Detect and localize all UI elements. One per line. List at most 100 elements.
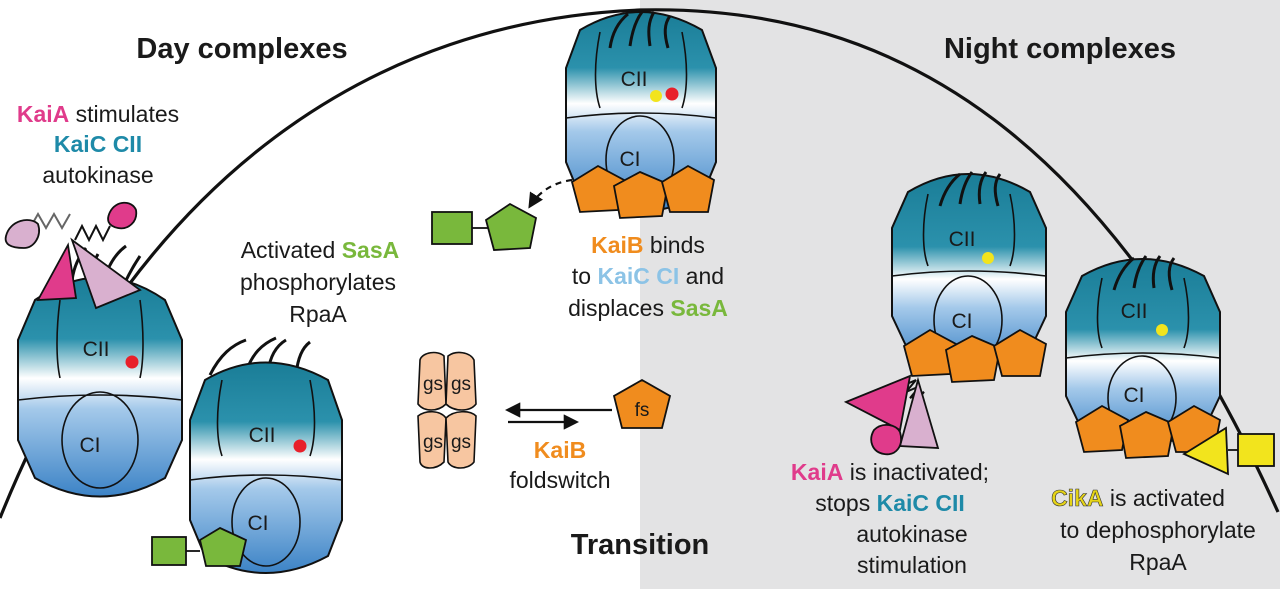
- kaic-whisker-lines: [1112, 255, 1176, 291]
- sasa-square: [151, 536, 187, 566]
- caption-text: to: [572, 263, 598, 289]
- caption-text: displaces: [568, 295, 670, 321]
- caption-text: autokinase: [42, 162, 153, 188]
- kaia-triangle-pink: [843, 374, 912, 432]
- gs-subunit: [445, 410, 477, 469]
- caption-text: binds: [644, 232, 705, 258]
- caption-text: Activated: [241, 237, 342, 263]
- cii-label: CII: [1121, 300, 1148, 323]
- caption-text: autokinase: [856, 521, 967, 547]
- caption-text: stimulates: [69, 101, 179, 127]
- kaia-head-right: [107, 201, 138, 230]
- caption-kaic-cii: KaiC CII: [54, 131, 142, 157]
- kaic-ring-outline: [17, 276, 183, 498]
- caption-sasa-word: SasA: [670, 295, 728, 321]
- kaia-head-pink: [870, 424, 902, 456]
- cika-square: [1237, 433, 1275, 467]
- sasa-release-arrow: [528, 178, 573, 209]
- sasa-released: [431, 202, 538, 251]
- gs-label: gs: [423, 374, 443, 395]
- caption-text: phosphorylates: [240, 269, 396, 295]
- caption-kaib-word: KaiB: [534, 437, 586, 463]
- kaia-dimer-inactive: [843, 374, 940, 456]
- cika-bound: [1182, 426, 1275, 476]
- ci-label: CI: [1124, 384, 1145, 407]
- caption-kaib-foldswitch: KaiB foldswitch: [510, 437, 611, 493]
- kaia-dimer-active: [4, 201, 142, 310]
- caption-text: is inactivated;: [843, 459, 989, 485]
- kaib-pentagons-transition: [570, 164, 716, 219]
- caption-text: RpaA: [289, 301, 347, 327]
- ci-label: CI: [620, 148, 641, 171]
- caption-kaia-stimulates: KaiA stimulates KaiC CII autokinase: [17, 101, 179, 188]
- caption-text: stops: [815, 490, 876, 516]
- sasa-pentagon: [484, 202, 538, 251]
- equilibrium-arrows: [504, 402, 612, 430]
- caption-kaia-inactivated: KaiA is inactivated; stops KaiC CII auto…: [791, 459, 989, 578]
- caption-kaib-word: KaiB: [591, 232, 643, 258]
- kaib-fs-pentagon: [612, 378, 672, 429]
- caption-kaic-cii: KaiC CII: [877, 490, 965, 516]
- svg-text:Activated SasA: Activated SasA: [241, 237, 400, 263]
- cii-label: CII: [621, 68, 648, 91]
- kaia-triangle-pink: [36, 242, 78, 301]
- kaic-hexamer-night-kaia: CII CI: [891, 171, 1047, 366]
- cycle-arc: [0, 8, 1280, 519]
- cii-label: CII: [83, 338, 110, 361]
- phosphate-yellow-dot: [1156, 324, 1168, 336]
- caption-text: is activated: [1103, 485, 1224, 511]
- caption-kaic-ci: KaiC CI: [598, 263, 680, 289]
- kaib-pentagon: [570, 164, 626, 213]
- sasa-square: [431, 211, 473, 245]
- caption-kaia-word: KaiA: [791, 459, 843, 485]
- ci-label: CI: [80, 434, 101, 457]
- kaib-gs-tetramer: gs gs gs gs: [417, 351, 477, 469]
- svg-text:KaiA stimulates: KaiA stimulates: [17, 101, 179, 127]
- kaia-linker-right: [74, 223, 111, 243]
- kaia-triangle-lilac: [70, 237, 142, 310]
- svg-text:CikA is activated: CikA is activated: [1051, 485, 1225, 511]
- svg-text:displaces SasA: displaces SasA: [568, 295, 728, 321]
- svg-text:KaiA is inactivated;: KaiA is inactivated;: [791, 459, 989, 485]
- phosphate-red-dot: [665, 87, 679, 101]
- svg-text:to KaiC CI and: to KaiC CI and: [572, 263, 724, 289]
- caption-cika-word: CikA: [1051, 485, 1103, 511]
- caption-kaib-binds: KaiB binds to KaiC CI and displaces SasA: [568, 232, 728, 321]
- sasa-bound-to-kaic: [151, 526, 248, 567]
- phosphate-yellow-dot: [650, 90, 662, 102]
- svg-text:stops KaiC CII: stops KaiC CII: [815, 490, 965, 516]
- ci-label: CI: [248, 512, 269, 535]
- caption-cika-activated: CikA is activated to dephosphorylate Rpa…: [1051, 485, 1256, 575]
- night-complexes-heading: Night complexes: [944, 33, 1176, 65]
- phosphate-yellow-dot: [982, 252, 994, 264]
- kaib-pentagon: [992, 328, 1048, 377]
- fs-label: fs: [635, 400, 650, 421]
- kaib-pentagons-night-kaia: [902, 328, 1048, 383]
- caption-text: foldswitch: [510, 467, 611, 493]
- kaic-hexamer-day-sasa: CII CI: [189, 336, 343, 574]
- kaib-pentagon: [902, 328, 958, 377]
- kaib-pentagon: [660, 164, 716, 213]
- gs-subunit: [445, 351, 477, 411]
- caption-text: and: [679, 263, 724, 289]
- caption-text: to dephosphorylate: [1060, 517, 1256, 543]
- cika-triangle: [1182, 426, 1229, 476]
- caption-text: RpaA: [1129, 549, 1187, 575]
- gs-label: gs: [451, 374, 471, 395]
- transition-heading: Transition: [571, 529, 710, 561]
- gs-label: gs: [451, 432, 471, 453]
- cii-label: CII: [249, 424, 276, 447]
- phosphate-red-dot: [293, 439, 307, 453]
- kaia-triangle-lilac: [898, 376, 940, 449]
- kaia-linker-left: [29, 211, 71, 231]
- caption-sasa-phosphorylates: Activated SasA phosphorylates RpaA: [240, 237, 399, 327]
- kaic-hexamer-night-cika: CII CI: [1065, 255, 1221, 445]
- phosphate-red-dot: [125, 355, 139, 369]
- gs-subunit: [417, 410, 447, 469]
- caption-sasa-word: SasA: [342, 237, 400, 263]
- cii-label: CII: [949, 228, 976, 251]
- kaib-pentagon: [1074, 404, 1130, 453]
- kaia-head-left: [4, 219, 40, 249]
